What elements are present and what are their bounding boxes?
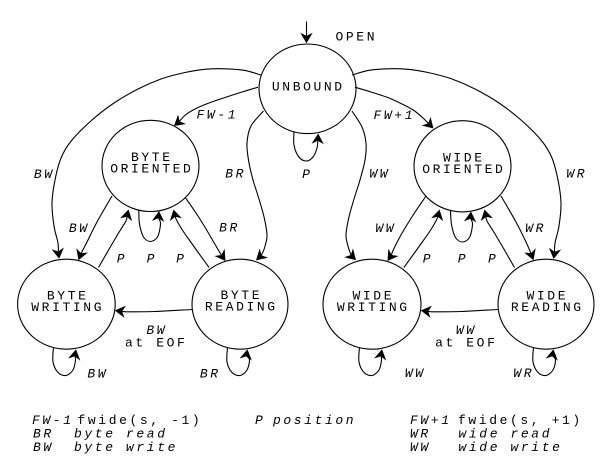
svg-text:FW-1: FW-1 (196, 108, 238, 123)
svg-text:BW: BW (34, 167, 55, 182)
svg-text:BR: BR (225, 167, 246, 182)
svg-text:P: P (488, 252, 498, 267)
svg-text:BW: BW (87, 367, 108, 382)
svg-text:wide write: wide write (459, 440, 563, 455)
svg-text:at EOF: at EOF (125, 335, 187, 350)
svg-text:WW: WW (369, 167, 390, 182)
svg-text:WR: WR (566, 167, 587, 182)
svg-text:BYTE: BYTE (131, 150, 173, 165)
svg-text:FW+1: FW+1 (373, 108, 415, 123)
svg-text:WRITING: WRITING (337, 300, 410, 315)
svg-text:wide read: wide read (459, 427, 553, 442)
svg-text:ORIENTED: ORIENTED (422, 162, 505, 177)
svg-text:BR: BR (200, 367, 221, 382)
svg-text:byte write: byte write (74, 440, 178, 455)
svg-text:UNBOUND: UNBOUND (272, 80, 345, 95)
svg-text:OPEN: OPEN (335, 29, 377, 44)
svg-text:P: P (255, 413, 265, 428)
svg-text:READING: READING (205, 300, 278, 315)
svg-text:FW-1: FW-1 (32, 413, 74, 428)
svg-text:WW: WW (456, 323, 477, 338)
svg-text:byte read: byte read (74, 427, 168, 442)
svg-text:BR: BR (219, 221, 240, 236)
svg-text:P: P (458, 252, 468, 267)
svg-text:BW: BW (146, 323, 167, 338)
svg-text:BW: BW (33, 440, 54, 455)
svg-text:WRITING: WRITING (31, 300, 104, 315)
svg-text:WIDE: WIDE (352, 289, 394, 304)
svg-text:FW+1: FW+1 (410, 413, 452, 428)
svg-text:P: P (176, 252, 186, 267)
svg-text:READING: READING (511, 300, 584, 315)
svg-text:ORIENTED: ORIENTED (110, 162, 193, 177)
svg-text:BW: BW (69, 221, 90, 236)
svg-text:WR: WR (513, 366, 534, 381)
svg-text:P: P (302, 167, 312, 182)
svg-text:position: position (272, 413, 356, 428)
svg-text:fwide(s, -1): fwide(s, -1) (78, 413, 203, 428)
svg-text:WW: WW (375, 221, 396, 236)
svg-text:WW: WW (410, 440, 431, 455)
svg-text:WW: WW (405, 366, 426, 381)
svg-text:WIDE: WIDE (526, 289, 568, 304)
svg-text:BYTE: BYTE (47, 289, 89, 304)
svg-text:WIDE: WIDE (443, 151, 485, 166)
svg-text:BR: BR (33, 427, 54, 442)
svg-text:P: P (117, 252, 127, 267)
svg-text:WR: WR (410, 427, 431, 442)
svg-text:at EOF: at EOF (435, 335, 497, 350)
svg-text:P: P (147, 252, 157, 267)
svg-text:P: P (423, 252, 433, 267)
svg-text:BYTE: BYTE (220, 288, 262, 303)
svg-text:fwide(s, +1): fwide(s, +1) (458, 413, 583, 428)
svg-text:WR: WR (525, 221, 546, 236)
